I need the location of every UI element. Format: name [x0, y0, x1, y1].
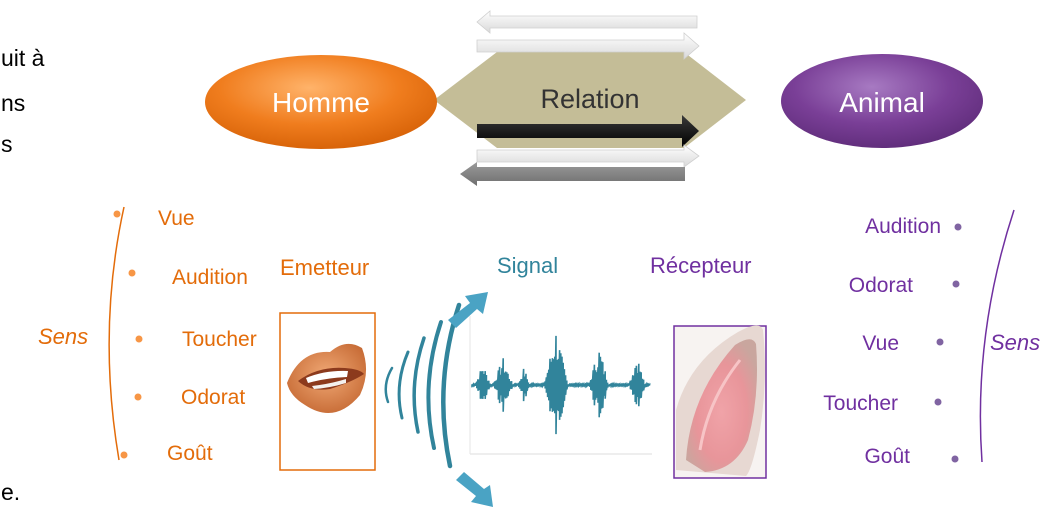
- waveform-icon: [471, 335, 651, 435]
- arrow-right-white-small-icon: [476, 144, 700, 168]
- animal-ear-icon: [676, 325, 765, 476]
- animal-sense-item: Vue: [862, 332, 899, 355]
- human-senses-list: Vue Audition Toucher Odorat Goût: [113, 207, 257, 465]
- animal-sense-item: Odorat: [849, 274, 913, 297]
- homme-label: Homme: [272, 87, 370, 118]
- animal-sense-item: Goût: [864, 445, 910, 468]
- teal-arrow-up-icon: [448, 292, 488, 328]
- emetteur-label: Emetteur: [280, 255, 369, 280]
- human-sense-item: Odorat: [181, 386, 245, 409]
- bullet-icon: [936, 338, 944, 346]
- left-fragment-3: s: [1, 131, 13, 157]
- human-sense-item: Vue: [158, 207, 195, 230]
- teal-arrow-down-icon: [456, 472, 493, 507]
- homme-oval: [205, 55, 437, 149]
- human-sense-item: Goût: [167, 442, 213, 465]
- waveform-image: [469, 316, 652, 455]
- arrow-left-white-icon: [476, 10, 698, 34]
- bullet-icon: [120, 451, 128, 459]
- bullet-icon: [954, 223, 962, 231]
- animal-sense-item: Toucher: [823, 392, 898, 415]
- animal-senses-list: Audition Odorat Vue Toucher Goût: [823, 215, 962, 468]
- human-sense-item: Audition: [172, 266, 248, 289]
- bullet-icon: [934, 398, 942, 406]
- recepteur-label: Récepteur: [650, 253, 752, 278]
- bullet-icon: [952, 280, 960, 288]
- arrow-right-white-icon: [476, 32, 700, 60]
- lips-icon: [287, 343, 367, 413]
- relation-label: Relation: [540, 84, 639, 114]
- human-sense-item: Toucher: [182, 328, 257, 351]
- animal-sense-item: Audition: [865, 215, 941, 238]
- human-sense-group-label: Sens: [38, 324, 88, 349]
- left-text-fragments: uit à ns s e.: [1, 45, 45, 505]
- animal-oval: [781, 54, 983, 148]
- human-sense-bracket: [108, 206, 125, 461]
- animal-label: Animal: [839, 87, 925, 118]
- signal-label: Signal: [497, 253, 558, 278]
- animal-sense-bracket: [979, 209, 1015, 463]
- teal-arrows: [448, 292, 493, 507]
- bullet-icon: [134, 393, 142, 401]
- bullet-icon: [951, 455, 959, 463]
- left-fragment-4: e.: [1, 479, 20, 505]
- lips-image: [279, 312, 376, 471]
- relation-arrows: [460, 10, 700, 186]
- animal-sense-group-label: Sens: [990, 330, 1040, 355]
- animal-ear-image: [673, 325, 767, 479]
- bullet-icon: [113, 210, 121, 218]
- arrow-right-black-icon: [477, 115, 699, 147]
- left-fragment-1: uit à: [1, 45, 45, 71]
- bullet-icon: [135, 335, 143, 343]
- arrow-left-gray-icon: [460, 162, 685, 186]
- left-fragment-2: ns: [1, 90, 25, 116]
- sound-wave-icon: [384, 302, 462, 469]
- bullet-icon: [128, 269, 136, 277]
